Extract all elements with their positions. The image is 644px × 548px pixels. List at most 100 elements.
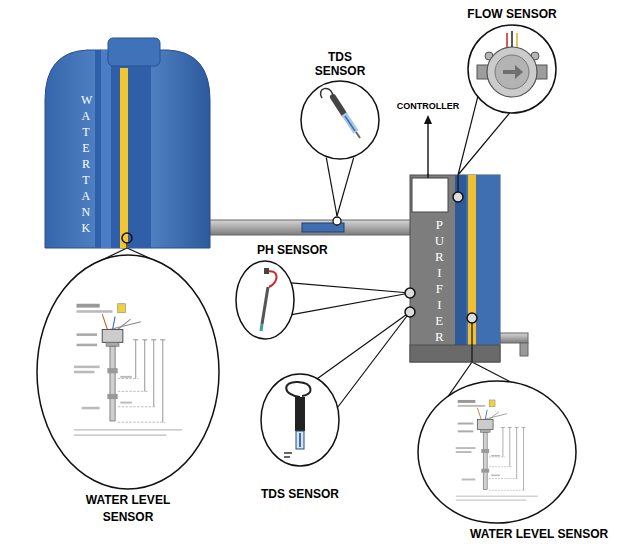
- note-bar: [76, 304, 99, 308]
- level-sensor-spot: [467, 313, 477, 323]
- wire: [516, 33, 518, 47]
- yellow-stripe: [468, 175, 476, 345]
- callout-connector: [291, 283, 410, 315]
- tank-body: [45, 50, 210, 248]
- note-bar: [462, 479, 476, 481]
- tdsBot-art: [260, 373, 340, 467]
- controller-arrow-head: [424, 115, 432, 124]
- probe-handle: [333, 97, 344, 114]
- wire: [506, 33, 508, 47]
- note-line: [456, 500, 527, 501]
- mip-plug: [106, 342, 119, 346]
- purifier-base: [410, 345, 500, 362]
- note-bar: [76, 310, 112, 313]
- wire: [485, 410, 487, 420]
- wire: [102, 314, 107, 329]
- magnifier-circle: [37, 255, 219, 489]
- tag: [489, 400, 495, 407]
- probe-body: [262, 287, 268, 324]
- float: [481, 469, 489, 473]
- sensor-callout: TDS SENSOR: [300, 80, 380, 160]
- dimension-tick: [501, 427, 505, 428]
- probe-body: [344, 114, 356, 132]
- probe-cable: [286, 382, 310, 397]
- note-bar: [74, 366, 100, 369]
- callout-heading: WATER LEVEL SENSOR: [68, 492, 188, 526]
- tag: [118, 304, 126, 313]
- meter-body: [487, 47, 537, 97]
- note-bar: [76, 333, 97, 336]
- water-tank: WATERTANK: [45, 38, 210, 248]
- callout-heading: TDS SENSOR: [309, 50, 371, 78]
- purifier-body: [410, 175, 500, 362]
- controller-box: [412, 178, 448, 212]
- dimension-line: [144, 340, 145, 392]
- dimension-leader: [118, 422, 166, 423]
- sensor-lead: [457, 175, 458, 192]
- dimension-line: [162, 340, 163, 422]
- controller-arrow-line: [427, 122, 428, 178]
- dimension-line: [135, 340, 136, 379]
- probe-core: [299, 433, 301, 447]
- flow-sensor-spot: [453, 192, 463, 202]
- probe-tip: [356, 132, 360, 138]
- note-bar: [456, 451, 472, 453]
- note-line: [74, 434, 167, 435]
- callout-heading: PH SENSOR: [257, 243, 328, 258]
- plug-pins: [284, 453, 292, 457]
- note-bar: [82, 407, 100, 410]
- note-line: [456, 496, 538, 497]
- level-schematic: [74, 304, 182, 435]
- note-bar: [491, 455, 500, 456]
- magnifier-circle: [261, 374, 339, 466]
- leader-line: [326, 158, 337, 216]
- dimension-line: [502, 427, 503, 456]
- dimension-line: [516, 427, 517, 478]
- sensor-callout: WATER LEVEL SENSOR: [417, 380, 577, 524]
- dimension-tick: [142, 339, 147, 340]
- column-highlight: [101, 50, 111, 248]
- flow-art: [467, 24, 557, 114]
- probe-body: [296, 431, 304, 449]
- tank-cap: [108, 38, 160, 66]
- dimension-leader: [489, 478, 518, 479]
- tdsTop-art: [300, 80, 380, 160]
- magnifier-circle: [236, 261, 294, 339]
- dimension-line: [509, 427, 510, 466]
- note-bar: [458, 400, 476, 403]
- outlet-spout: [520, 343, 528, 356]
- sensor-callout: WATER LEVEL SENSOR: [36, 254, 220, 490]
- purifier-art: [410, 175, 500, 362]
- purifier-label: PURIFIER: [434, 217, 445, 345]
- dimension-tick: [508, 427, 512, 428]
- sensor-head: [477, 420, 493, 430]
- controller-label: CONTROLLER: [397, 101, 460, 112]
- wire: [110, 322, 141, 330]
- wire: [477, 408, 481, 420]
- magnifier-circle: [468, 25, 556, 113]
- connector-plug: [264, 268, 269, 274]
- mip-plug: [480, 429, 490, 432]
- magnifier-circle: [418, 381, 576, 523]
- dimension-tick: [160, 339, 165, 340]
- callout-heading: TDS SENSOR: [261, 487, 339, 502]
- sensor-stem: [110, 346, 115, 421]
- note-bar: [120, 402, 132, 404]
- wire: [113, 317, 116, 330]
- sensor-lead: [471, 323, 472, 362]
- callout-heading: WATER LEVEL SENSOR: [470, 527, 608, 542]
- dimension-leader: [118, 378, 139, 379]
- note-bar: [458, 405, 485, 407]
- note-bar: [76, 344, 97, 347]
- sensor-head: [102, 329, 123, 342]
- callout-heading: FLOW SENSOR: [467, 7, 556, 22]
- note-bar: [458, 430, 474, 432]
- wire: [511, 31, 513, 47]
- dimension-leader: [489, 456, 505, 457]
- controller-arrow-line: [427, 174, 428, 178]
- dimension-tick: [522, 427, 526, 428]
- float: [107, 394, 117, 399]
- tank-column: [95, 50, 151, 248]
- meter-face: [495, 55, 529, 89]
